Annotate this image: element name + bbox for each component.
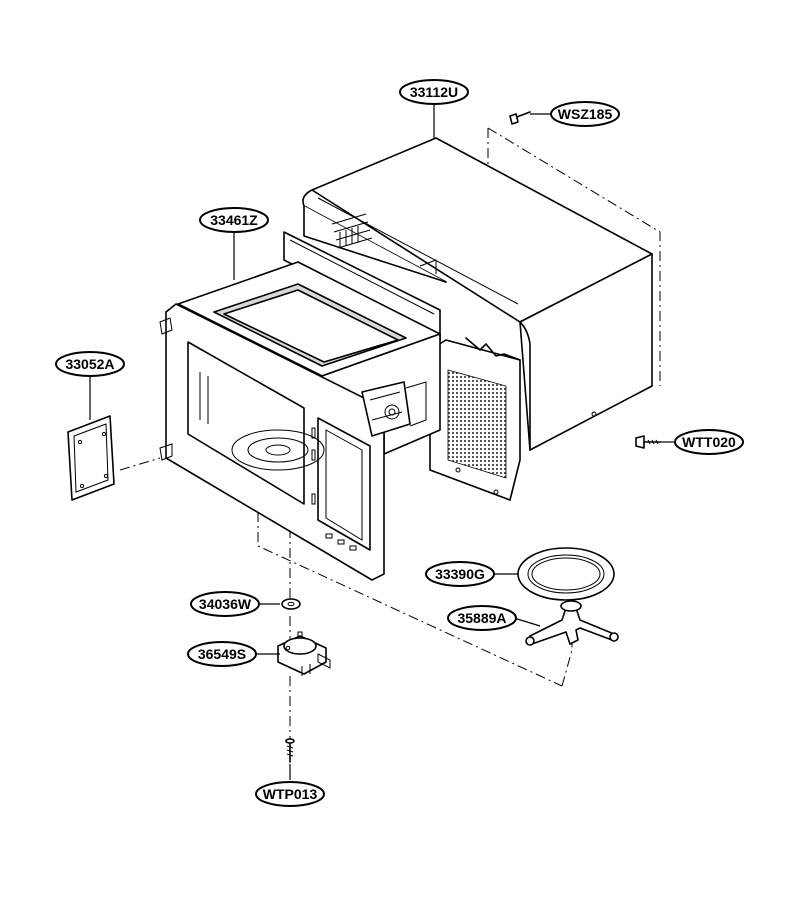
svg-text:34036W: 34036W bbox=[199, 596, 252, 612]
label-33390G: 33390G bbox=[425, 561, 495, 587]
label-WSZ185: WSZ185 bbox=[550, 101, 620, 127]
turntable-motor bbox=[277, 631, 331, 676]
screw-wtp013 bbox=[285, 738, 295, 763]
svg-text:WTP013: WTP013 bbox=[263, 786, 318, 802]
label-35889A: 35889A bbox=[447, 605, 517, 631]
svg-text:33461Z: 33461Z bbox=[210, 212, 258, 228]
rear-panel bbox=[429, 337, 521, 501]
leader-lines bbox=[89, 104, 676, 780]
label-WTP013: WTP013 bbox=[255, 781, 325, 807]
svg-text:WTT020: WTT020 bbox=[682, 434, 736, 450]
inner-chassis bbox=[159, 231, 441, 581]
label-33112U: 33112U bbox=[399, 79, 469, 105]
label-33461Z: 33461Z bbox=[199, 207, 269, 233]
label-WTT020: WTT020 bbox=[674, 429, 744, 455]
front-slots bbox=[311, 427, 357, 551]
svg-text:33112U: 33112U bbox=[410, 84, 458, 100]
svg-text:WSZ185: WSZ185 bbox=[558, 106, 613, 122]
svg-text:36549S: 36549S bbox=[198, 646, 246, 662]
outer-cabinet bbox=[302, 137, 653, 451]
alignment-lines bbox=[119, 127, 661, 740]
label-34036W: 34036W bbox=[190, 591, 260, 617]
screw-wtt020 bbox=[635, 435, 661, 449]
svg-text:33390G: 33390G bbox=[435, 566, 485, 582]
cabinet-vent-slots bbox=[331, 213, 373, 249]
coupler-washer bbox=[281, 598, 301, 610]
waveguide-cover bbox=[67, 415, 115, 501]
roller-support bbox=[525, 600, 619, 646]
label-36549S: 36549S bbox=[187, 641, 257, 667]
svg-text:33052A: 33052A bbox=[65, 356, 114, 372]
glass-tray bbox=[517, 547, 615, 601]
screw-wsz185 bbox=[509, 111, 531, 125]
svg-text:35889A: 35889A bbox=[457, 610, 506, 626]
label-33052A: 33052A bbox=[55, 351, 125, 377]
